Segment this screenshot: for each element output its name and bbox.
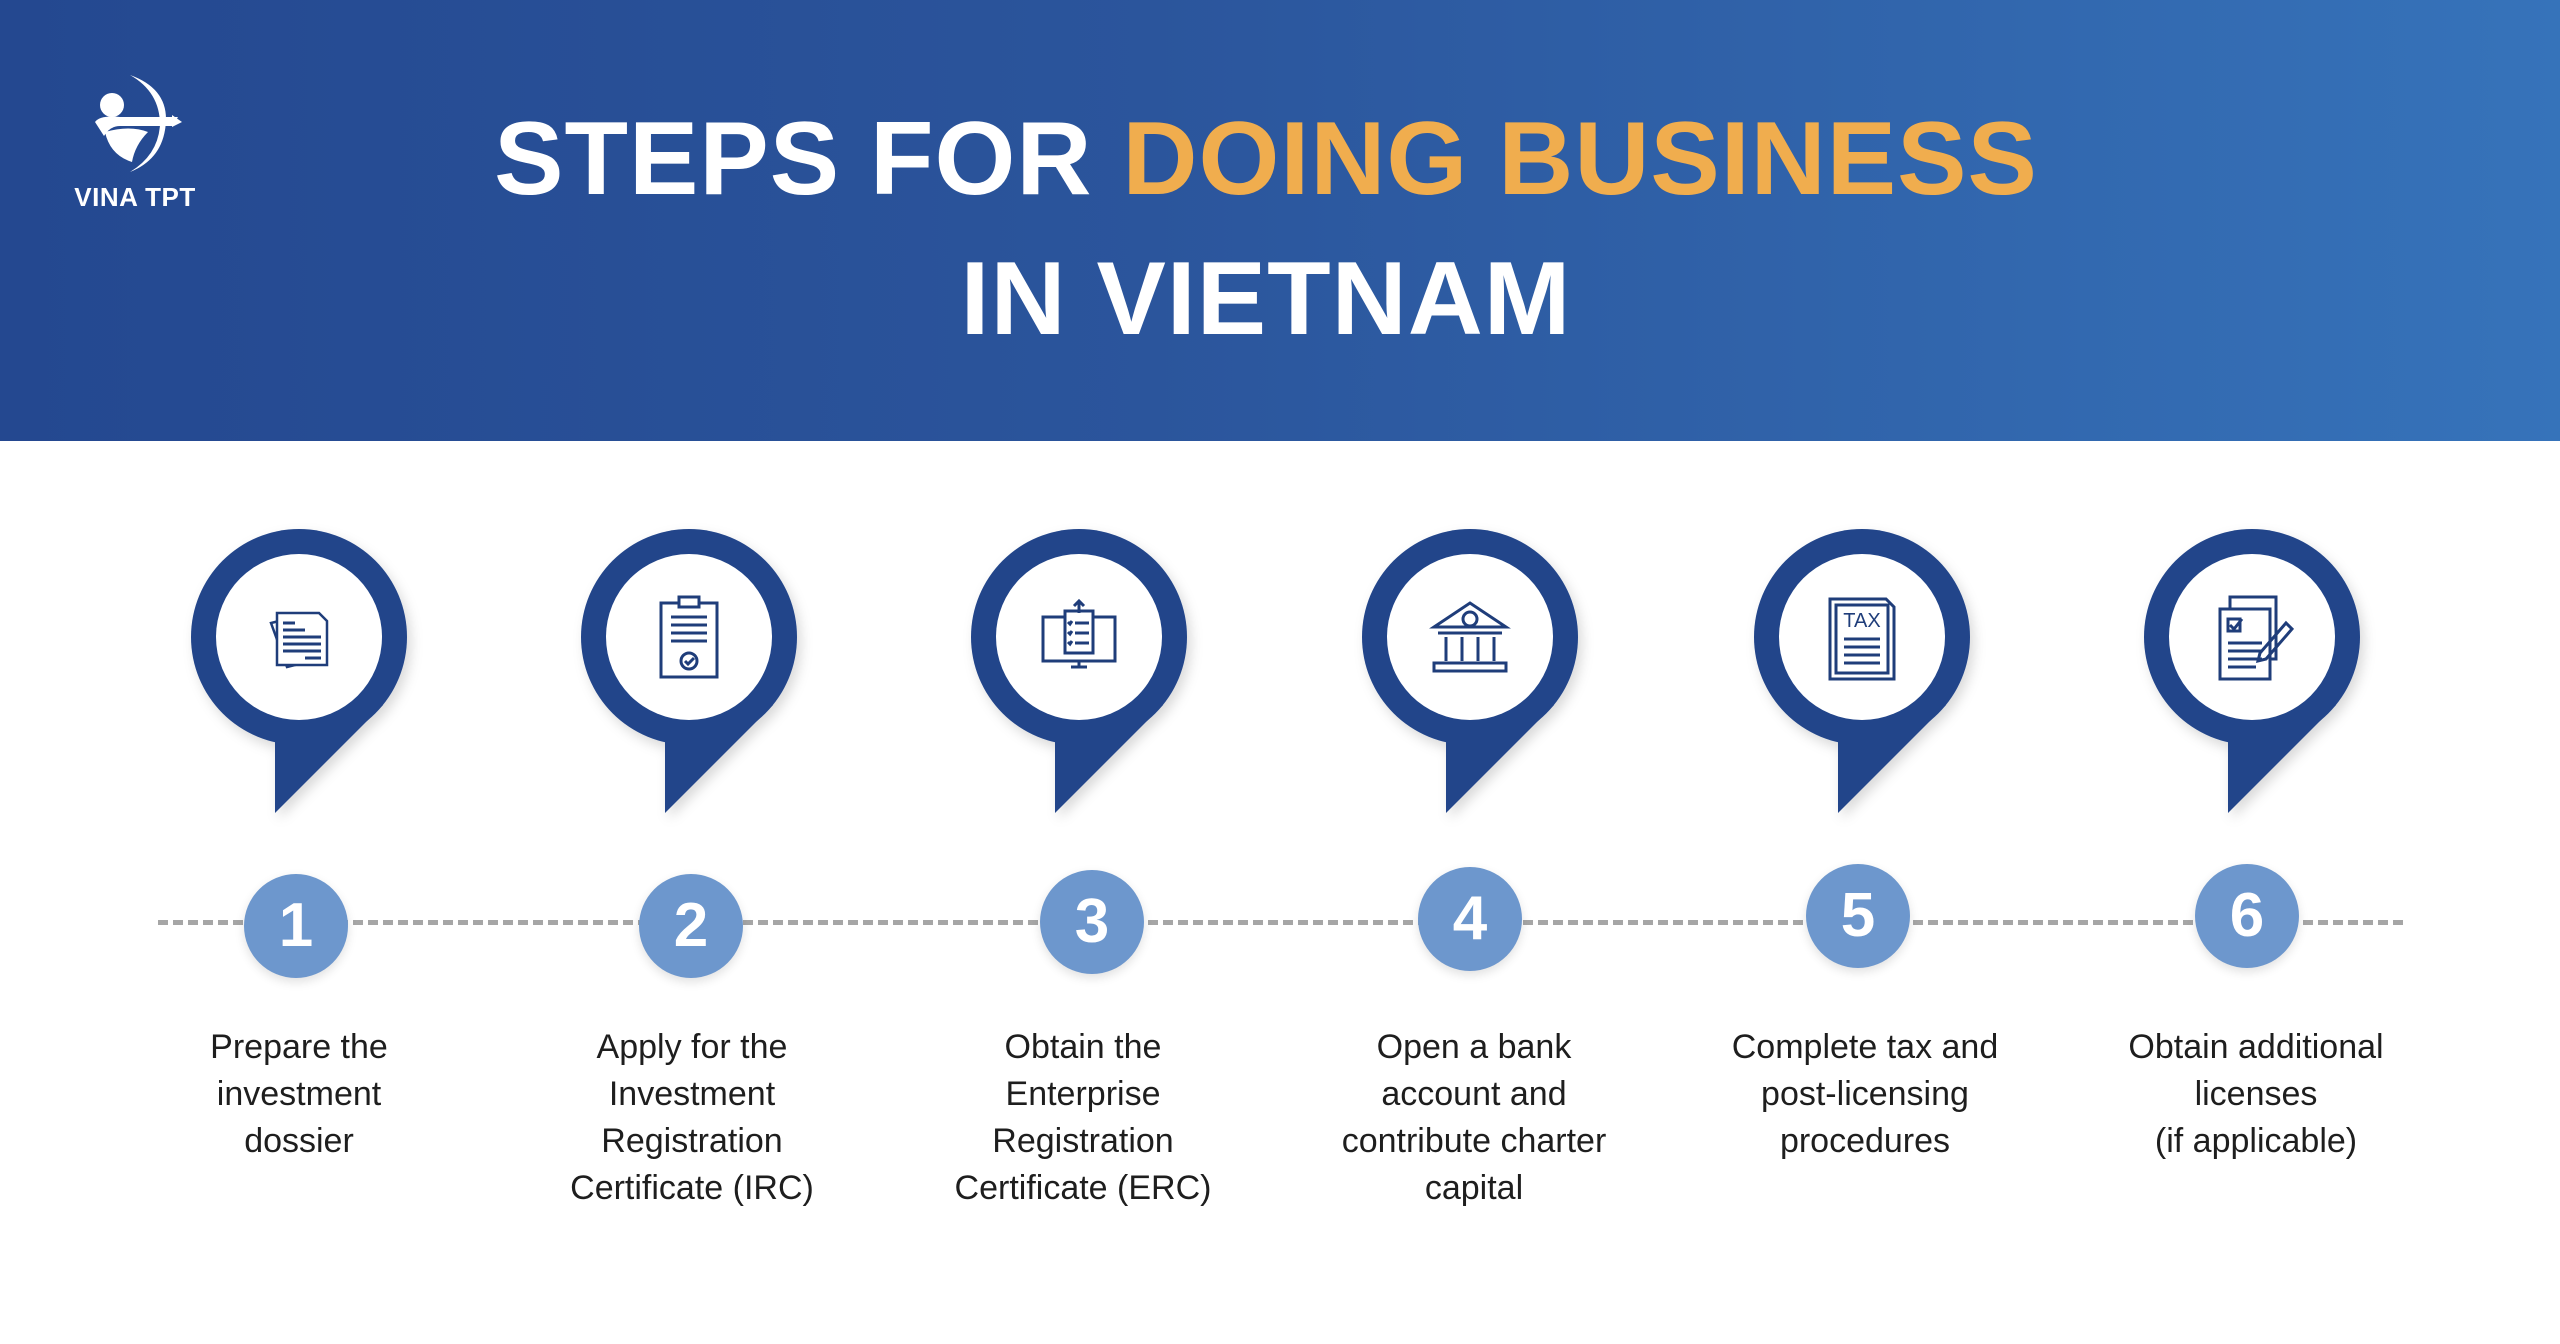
page-title-line2: IN VIETNAM: [960, 241, 1572, 357]
step-label-line: licenses: [2194, 1075, 2318, 1113]
bank-icon: [1429, 601, 1511, 673]
step-label-line: (if applicable): [2154, 1122, 2358, 1160]
step-pin-1: [189, 527, 409, 817]
step-number-badge: 6: [2195, 864, 2299, 968]
step-label-line: Prepare the: [210, 1028, 388, 1066]
documents-icon: [269, 611, 329, 669]
step-pin-3: [969, 527, 1189, 817]
step-label-line: Obtain the: [1004, 1028, 1162, 1066]
step-label-line: Obtain additional: [2128, 1028, 2384, 1066]
timeline-dashed-line: [158, 920, 2403, 925]
step-label-line: capital: [1424, 1169, 1524, 1207]
step-label-line: post-licensing: [1761, 1075, 1969, 1113]
header-banner: VINA TPT STEPS FOR DOING BUSINESS IN VIE…: [0, 0, 2560, 441]
step-number-badge: 2: [639, 874, 743, 978]
page-title-line1: STEPS FOR DOING BUSINESS: [0, 100, 2546, 219]
step-label: Obtain additional licenses (if applicable): [2086, 1024, 2426, 1165]
step-pin-4: [1360, 527, 1580, 817]
step-label-line: Registration: [992, 1122, 1174, 1160]
step-number-badge: 5: [1806, 864, 1910, 968]
step-pin-2: [579, 527, 799, 817]
step-label: Complete tax and post-licensing procedures: [1695, 1024, 2035, 1165]
step-label-line: Open a bank: [1376, 1028, 1572, 1066]
step-label-line: procedures: [1779, 1122, 1951, 1160]
step-pin-5: TAX: [1752, 527, 1972, 817]
step-label-line: Complete tax and: [1731, 1028, 1999, 1066]
step-label-line: Registration: [601, 1122, 783, 1160]
step-label-line: Apply for the: [596, 1028, 788, 1066]
step-label-line: contribute charter: [1341, 1122, 1607, 1160]
step-label-line: investment: [216, 1075, 382, 1113]
step-label-line: Enterprise: [1005, 1075, 1161, 1113]
monitor-checklist-icon: [1041, 598, 1117, 669]
step-label-line: Certificate (ERC): [954, 1169, 1212, 1207]
step-number-badge: 3: [1040, 870, 1144, 974]
title-text: STEPS FOR: [494, 101, 1123, 217]
step-pin-6: [2142, 527, 2362, 817]
tax-document-icon: TAX: [1828, 597, 1896, 681]
clipboard-check-icon: [659, 595, 719, 679]
step-label-line: Certificate (IRC): [570, 1169, 814, 1207]
step-label-line: Investment: [608, 1075, 776, 1113]
svg-text:TAX: TAX: [1843, 610, 1880, 632]
step-label: Prepare the investment dossier: [129, 1024, 469, 1165]
step-label: Open a bank account and contribute charter…: [1304, 1024, 1644, 1212]
step-number-badge: 4: [1418, 867, 1522, 971]
brand-logo: VINA TPT: [60, 70, 210, 212]
brand-name: VINA TPT: [74, 182, 196, 212]
step-label-line: account and: [1381, 1075, 1567, 1113]
step-label-line: dossier: [244, 1122, 354, 1160]
step-number-badge: 1: [244, 874, 348, 978]
title-highlight: DOING BUSINESS: [1122, 101, 2038, 217]
archer-logo-icon: [95, 75, 182, 172]
license-document-pen-icon: [2218, 595, 2295, 681]
